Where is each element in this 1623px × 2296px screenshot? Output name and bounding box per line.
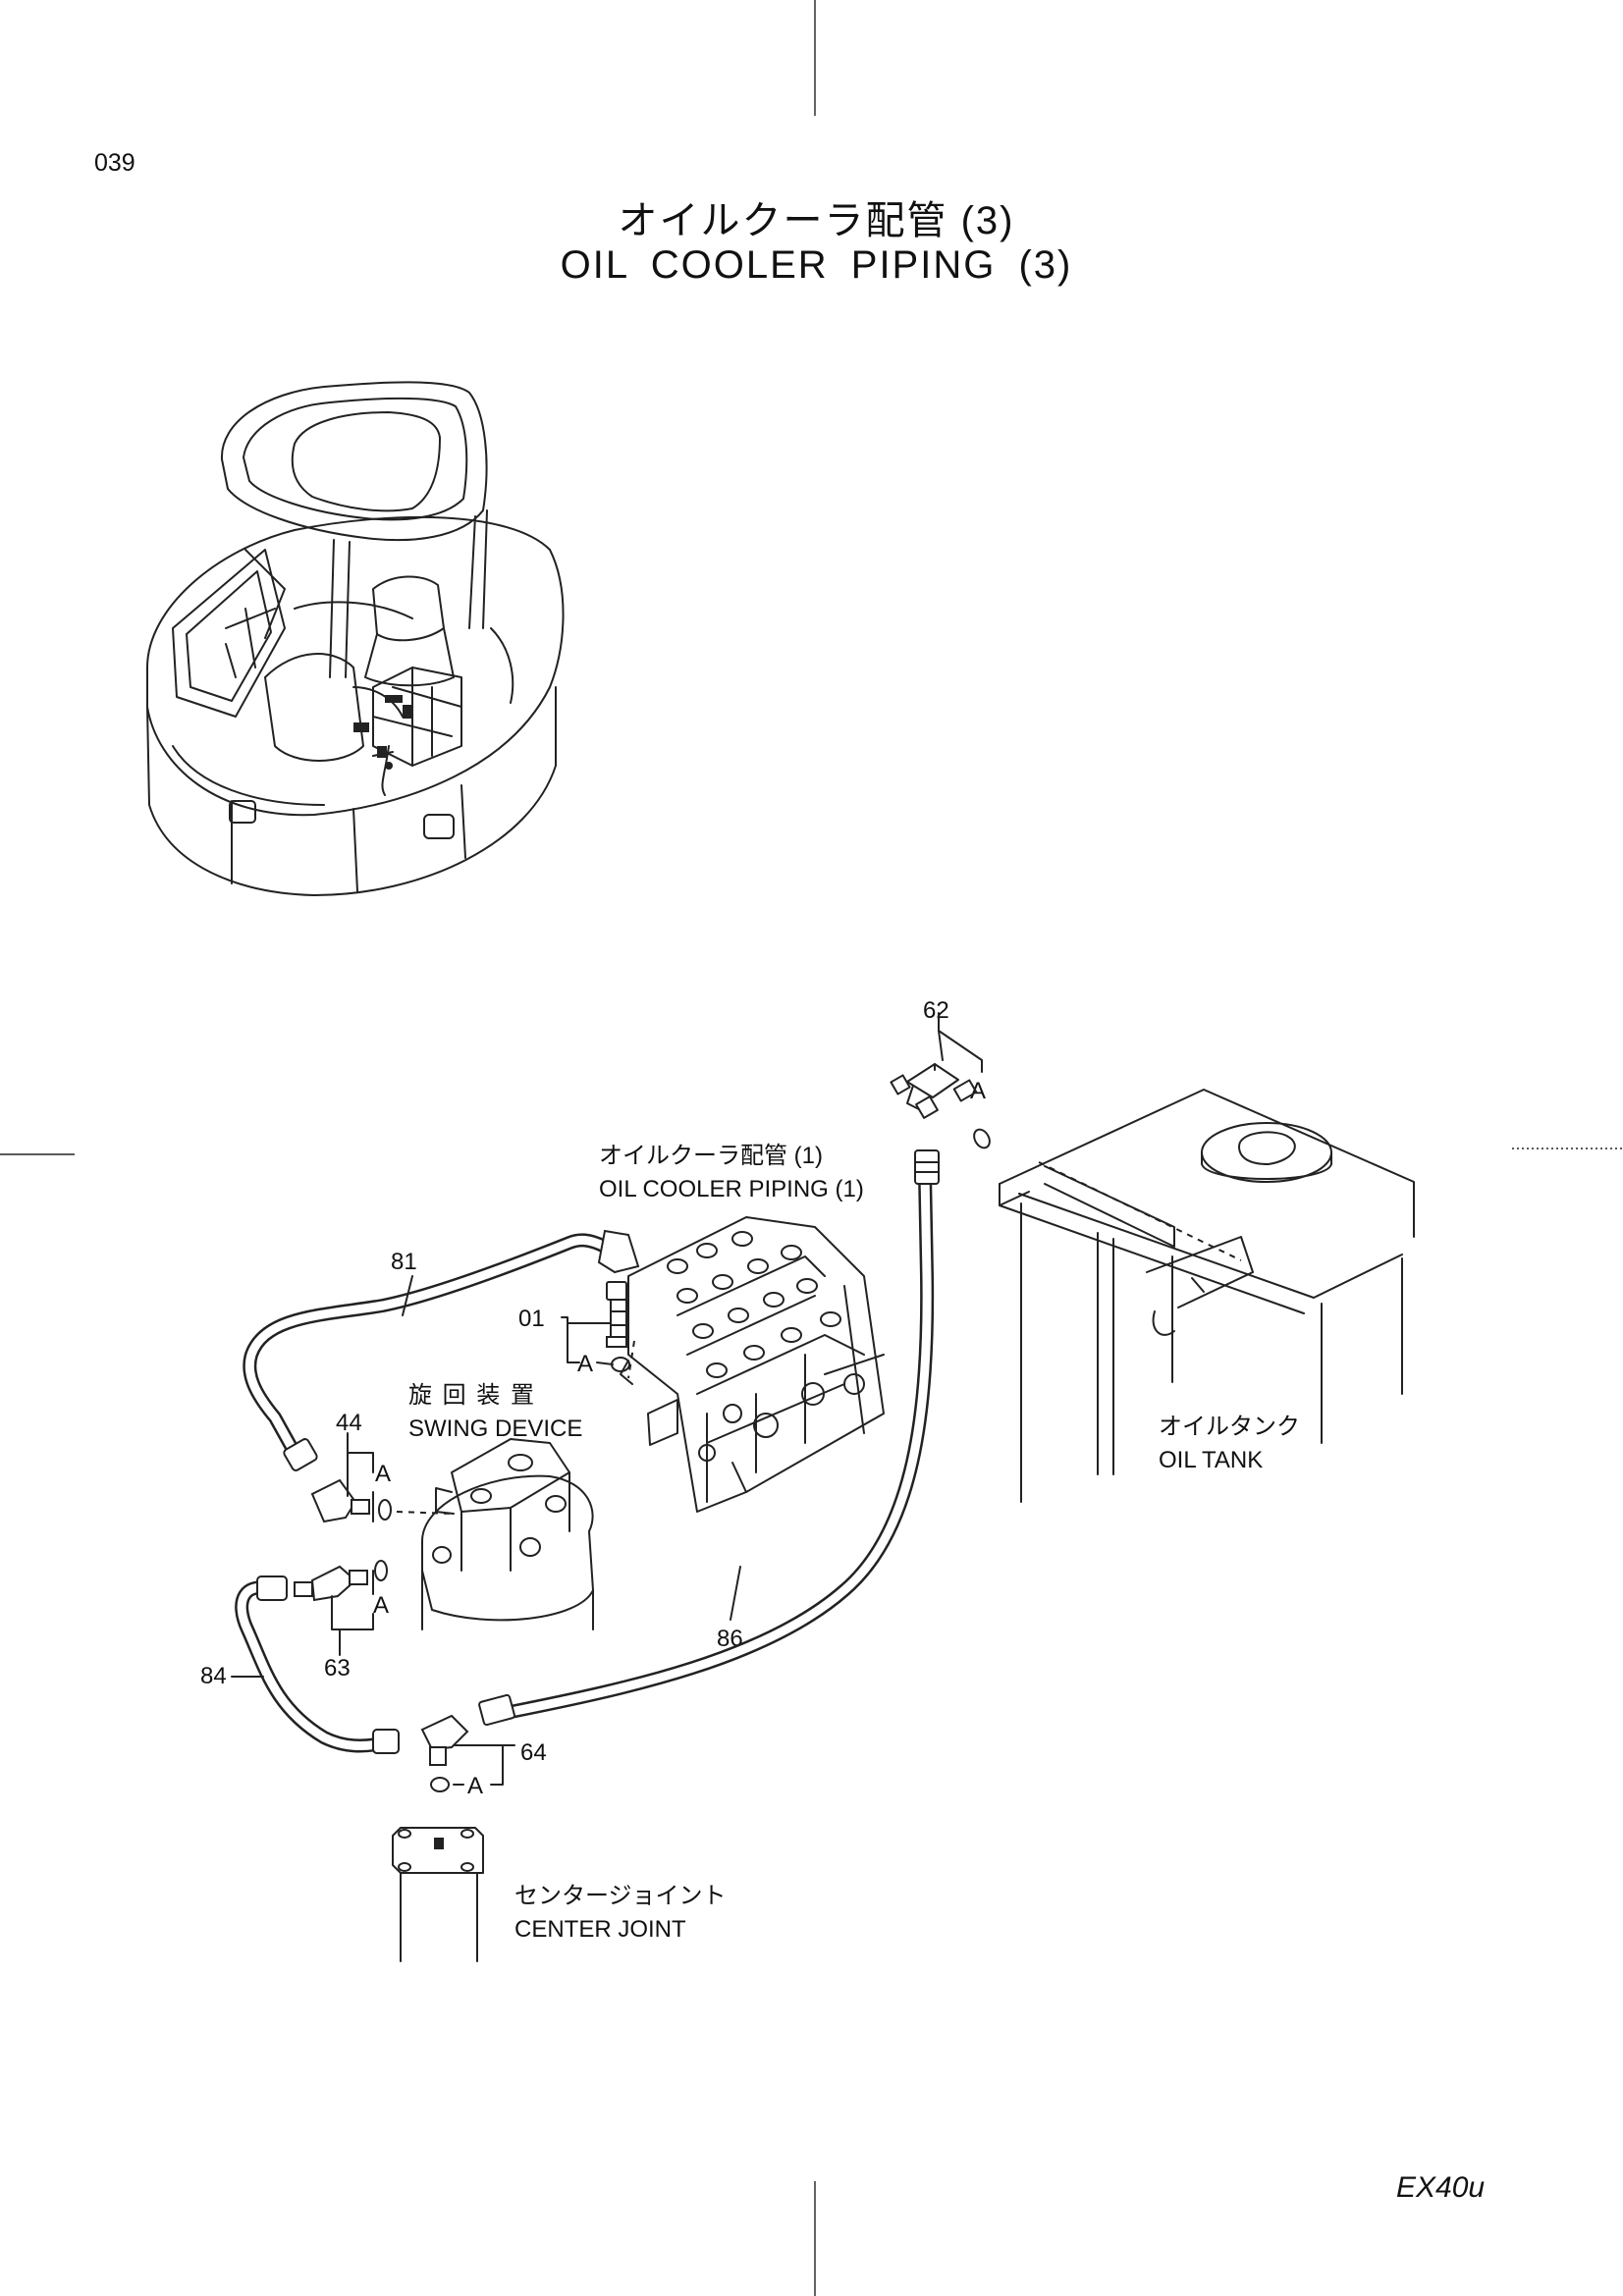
swing-device-label-jp: 旋 回 装 置 [408, 1382, 537, 1409]
hose-86 [478, 1149, 940, 1727]
swing-device-label-en: SWING DEVICE [408, 1415, 583, 1442]
hose-81 [243, 1229, 640, 1471]
center-joint [392, 1827, 484, 1962]
control-valve [620, 1216, 885, 1513]
part-number-44: 44 [336, 1410, 362, 1436]
oil-tank-label-en: OIL TANK [1159, 1447, 1264, 1473]
detail-mark-a-62: A [970, 1078, 987, 1104]
part-number-84: 84 [200, 1663, 227, 1689]
detail-mark-a-44: A [375, 1461, 392, 1487]
part-number-62: 62 [923, 997, 949, 1024]
part-number-63: 63 [324, 1655, 351, 1682]
page-number: 039 [94, 149, 135, 177]
fitting-01 [561, 1281, 630, 1372]
fitting-64 [420, 1714, 515, 1792]
title-japanese: オイルクーラ配管 (3) [618, 199, 1015, 242]
swing-device [421, 1438, 594, 1630]
hose-84 [231, 1575, 400, 1754]
part-number-01: 01 [518, 1306, 545, 1332]
oil-tank [999, 1089, 1415, 1503]
model-name: EX40u [1396, 2171, 1486, 2204]
part-number-64: 64 [520, 1739, 547, 1766]
fitting-44 [310, 1432, 453, 1523]
ref-piping-label-en: OIL COOLER PIPING (1) [599, 1176, 864, 1202]
ref-piping-label-jp: オイルクーラ配管 (1) [599, 1143, 823, 1169]
detail-mark-a-64: A [467, 1773, 484, 1799]
center-joint-label-jp: センタージョイント [514, 1883, 727, 1909]
fitting-62 [890, 1012, 991, 1149]
detail-mark-a-01: A [577, 1351, 594, 1377]
part-number-81: 81 [391, 1249, 417, 1275]
fitting-63 [294, 1560, 388, 1656]
center-joint-label-en: CENTER JOINT [514, 1916, 686, 1943]
title-english: OIL COOLER PIPING (3) [560, 243, 1073, 287]
detail-mark-a-63: A [373, 1592, 390, 1619]
oil-tank-label-jp: オイルタンク [1159, 1414, 1300, 1440]
excavator-overview-illustration [146, 381, 565, 896]
